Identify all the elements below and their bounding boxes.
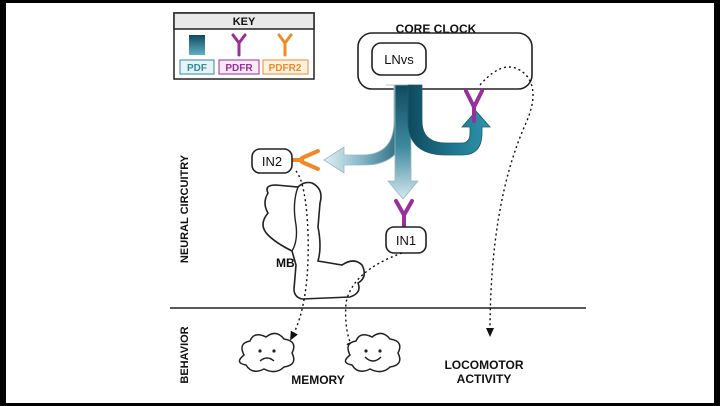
pdfr2-receptor-in2: [288, 149, 320, 171]
key-label-pdf: PDF: [187, 63, 207, 74]
pdfr-receptor-lnvs: [464, 89, 484, 123]
neural-circuitry-label: NEURAL CIRCUITRY: [179, 154, 191, 263]
pdfr-receptor-in1: [394, 199, 414, 229]
pdf-arrows: [323, 84, 491, 200]
lnvs-label: LNvs: [384, 52, 414, 67]
pdf-gradient-icon: [189, 35, 205, 55]
key-legend: KEY PDF PDFR PDFR2: [173, 12, 315, 80]
in2-label: IN2: [262, 154, 282, 169]
memory-label: MEMORY: [291, 373, 345, 387]
in1-node: [385, 226, 427, 254]
mb-label: MB: [276, 256, 295, 270]
path-in1-to-memory: [344, 252, 403, 351]
happy-cloud-icon: [344, 332, 401, 373]
key-label-pdfr2: PDFR2: [269, 63, 302, 74]
locomotor-label-line1: LOCOMOTOR: [444, 358, 523, 372]
key-label-pdfr: PDFR: [225, 63, 253, 74]
pdfr2-receptor-icon: [277, 33, 293, 57]
in2-node: [251, 148, 293, 174]
arrow-to-in2: [323, 84, 407, 174]
sad-cloud-icon: [238, 332, 295, 373]
path-lnvs-to-locomotor: [479, 66, 534, 337]
lnvs-node: [371, 42, 427, 76]
pdfr-receptor-icon: [231, 33, 247, 57]
locomotor-label-line2: ACTIVITY: [457, 372, 512, 386]
key-title: KEY: [233, 16, 256, 28]
behavior-label: BEHAVIOR: [179, 326, 191, 383]
dotted-pathways: [290, 66, 534, 351]
mushroom-body-shape: [262, 181, 366, 300]
diagram-canvas: KEY PDF PDFR PDFR2 CORE CLOCK LNvs IN2 I…: [6, 3, 714, 403]
pdf-circuit-diagram: KEY PDF PDFR PDFR2 CORE CLOCK LNvs IN2 I…: [170, 12, 586, 387]
in1-label: IN1: [396, 233, 416, 248]
